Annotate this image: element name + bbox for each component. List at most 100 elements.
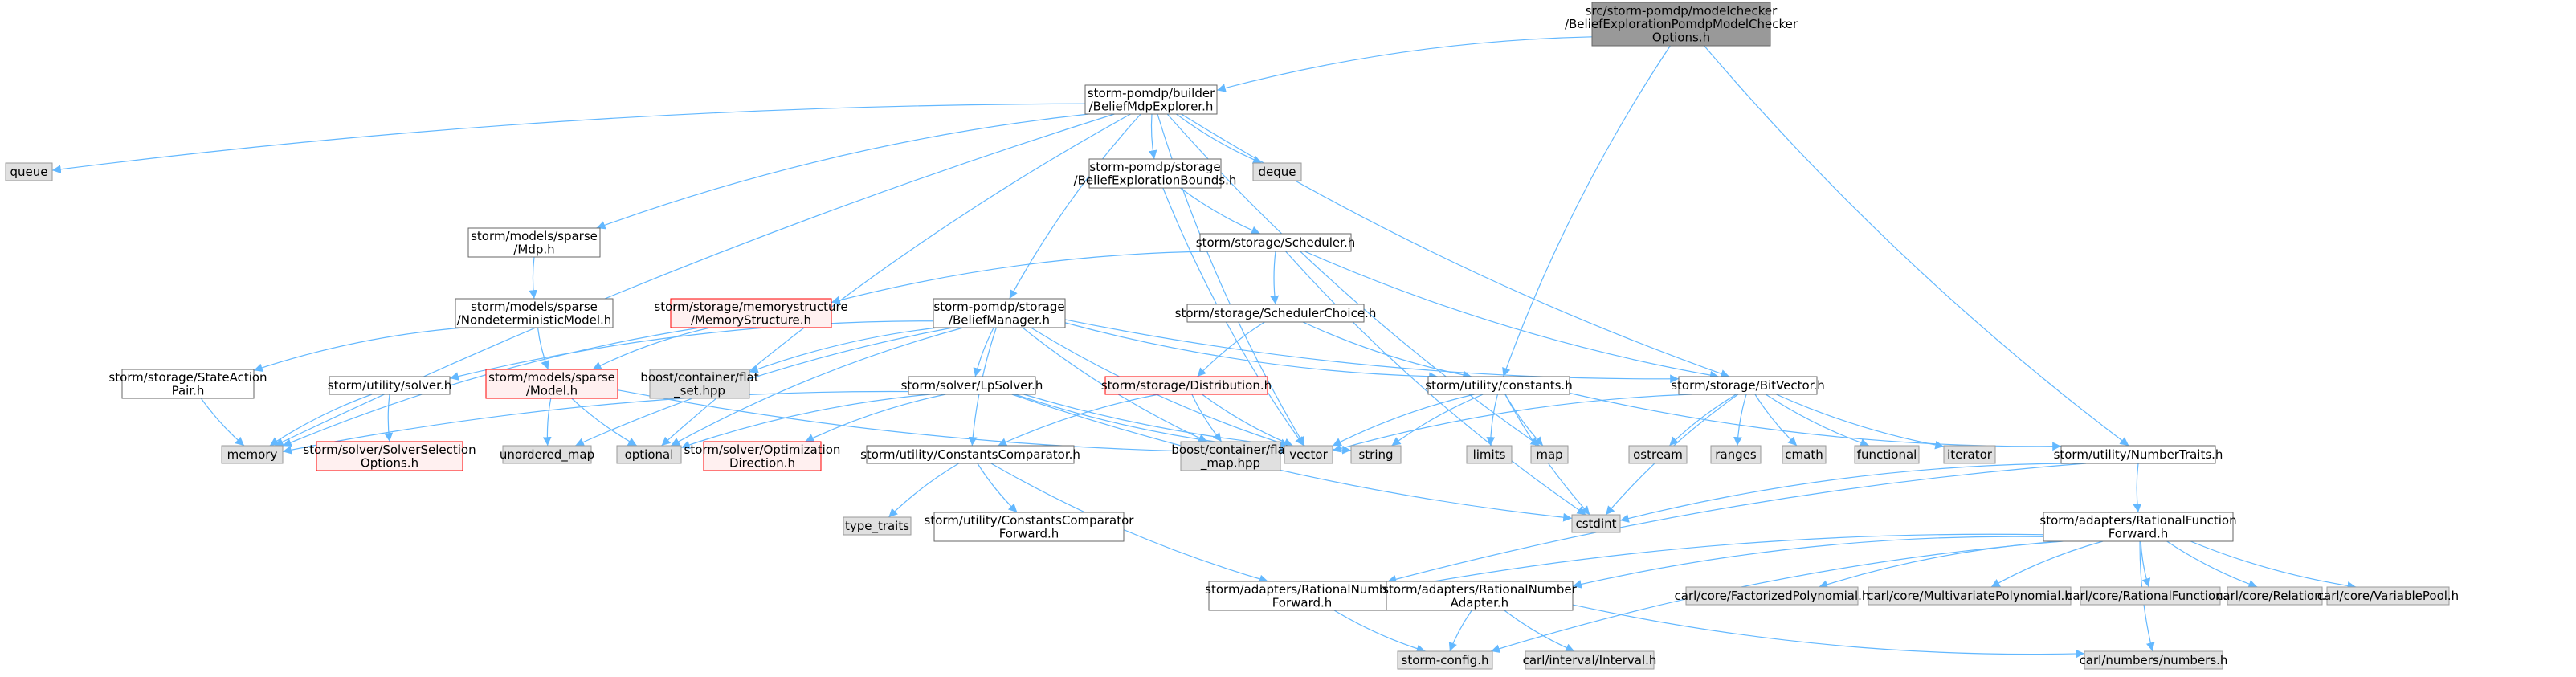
node-label-line: storm-pomdp/storage [1089, 160, 1220, 174]
node-box [1397, 650, 1493, 670]
node-bitvec[interactable]: storm/storage/BitVector.h [1671, 376, 1825, 395]
node-vector: vector [1284, 445, 1333, 464]
edge-sched-to-schedchoice [1270, 251, 1280, 305]
node-constcomp[interactable]: storm/utility/ConstantsComparator.h [860, 445, 1080, 464]
edge-constants-to-string [1391, 394, 1484, 447]
node-label-line: Direction.h [729, 455, 795, 470]
node-label-line: storm/solver/LpSolver.h [901, 378, 1043, 393]
node-label-line: map [1536, 447, 1562, 462]
node-beb[interactable]: storm-pomdp/storage/BeliefExplorationBou… [1074, 158, 1237, 189]
node-label-line: storm/adapters/RationalFunction [2039, 513, 2236, 528]
edge-bitvec-to-functional [1765, 394, 1870, 447]
node-queue: queue [5, 162, 53, 181]
node-map: map [1530, 445, 1569, 464]
node-label-line: /BeliefMdpExplorer.h [1089, 99, 1214, 113]
edge-numtraits-to-rnf [1387, 463, 2086, 584]
node-box [1427, 376, 1570, 395]
node-flatset: boost/container/flat_set.hpp [640, 369, 759, 399]
node-label-line: optional [625, 447, 674, 462]
node-box [2227, 586, 2323, 606]
node-label-line: boost/container/flat [640, 370, 758, 385]
edge-bitvec-to-ostream [1668, 394, 1737, 447]
node-label-line: carl/core/FactorizedPolynomial.h [1675, 589, 1870, 603]
node-label-line: storm-pomdp/storage [933, 300, 1064, 314]
node-lpsolver[interactable]: storm/solver/LpSolver.h [901, 376, 1043, 395]
node-solverh[interactable]: storm/utility/solver.h [328, 376, 451, 395]
node-label-line: ranges [1715, 447, 1757, 462]
node-box [1571, 514, 1621, 533]
node-bm[interactable]: storm-pomdp/storage/BeliefManager.h [933, 298, 1066, 328]
node-label-line: _set.hpp [673, 383, 725, 398]
node-label-line: storm/utility/ConstantsComparator [925, 513, 1135, 528]
node-sched[interactable]: storm/storage/Scheduler.h [1196, 233, 1355, 252]
node-label-line: carl/numbers/numbers.h [2080, 653, 2228, 667]
node-box [843, 516, 912, 536]
edge-lpsolver-to-optdir [805, 394, 946, 442]
node-ndm[interactable]: storm/models/sparse/NondeterministicMode… [455, 298, 614, 328]
node-label-line: storm/solver/SolverSelection [303, 442, 476, 457]
node-label-line: carl/core/RationalFunction.h [2066, 589, 2235, 603]
node-model[interactable]: storm/models/sparse/Model.h [485, 369, 618, 399]
node-label-line: cstdint [1575, 516, 1616, 531]
edge-rna-to-stormconfig [1448, 610, 1472, 652]
node-label-line: src/storm-pomdp/modelchecker [1586, 4, 1778, 18]
node-box [2080, 586, 2221, 606]
node-box [703, 441, 822, 471]
node-box [1943, 445, 1996, 464]
edge-rna-to-numbers [1572, 604, 2085, 659]
node-optional: optional [616, 445, 682, 464]
edge-sched-to-memstruct [831, 251, 1210, 305]
node-label-line: ostream [1633, 447, 1683, 462]
node-box [1186, 304, 1365, 323]
node-box [1386, 581, 1574, 611]
node-label-line: iterator [1947, 447, 1993, 462]
node-box [1710, 445, 1762, 464]
node-memstruct[interactable]: storm/storage/memorystructure/MemoryStru… [654, 298, 848, 328]
edge-lpsolver-to-cstdint [1011, 394, 1573, 522]
edge-lpsolver-to-optional [680, 394, 931, 450]
node-constants[interactable]: storm/utility/constants.h [1425, 376, 1573, 395]
node-numtraits[interactable]: storm/utility/NumberTraits.h [2054, 445, 2223, 464]
edge-bitvec-to-cmath [1754, 394, 1798, 447]
node-schedchoice[interactable]: storm/storage/SchedulerChoice.h [1175, 304, 1377, 323]
edge-constants-to-numtraits [1569, 392, 2062, 451]
edge-constants-to-vector [1332, 394, 1475, 447]
edge-beb-to-sched [1180, 187, 1261, 235]
node-root[interactable]: src/storm-pomdp/modelchecker/BeliefExplo… [1565, 2, 1798, 47]
node-label-line: /Mdp.h [513, 242, 554, 256]
node-label-line: Options.h [361, 455, 418, 470]
edge-numtraits-to-cstdint [1619, 463, 2069, 523]
node-ccfwd[interactable]: storm/utility/ConstantsComparatorForward… [925, 512, 1135, 542]
node-box [329, 376, 451, 395]
edge-ndm-to-model [537, 327, 549, 370]
node-box [1199, 233, 1352, 252]
node-box [1782, 445, 1827, 464]
edge-rnf-to-stormconfig [1333, 610, 1426, 653]
node-stormconfig: storm-config.h [1397, 650, 1493, 670]
node-dist[interactable]: storm/storage/Distribution.h [1101, 376, 1272, 395]
edge-bme-to-beb [1148, 113, 1157, 160]
edge-constants-to-map [1504, 394, 1544, 447]
dependency-edges [51, 36, 2357, 659]
edge-schedchoice-to-dist [1197, 321, 1265, 377]
node-label-line: Options.h [1652, 31, 1710, 45]
node-label-line: _map.hpp [1200, 455, 1260, 471]
edge-ndm-to-sap [253, 327, 463, 372]
node-label-line: carl/core/VariablePool.h [2317, 589, 2459, 603]
node-label-line: unordered_map [500, 447, 594, 463]
node-label-line: Adapter.h [1451, 595, 1508, 610]
node-mdp[interactable]: storm/models/sparse/Mdp.h [467, 227, 601, 258]
edge-sched-to-bitvec [1304, 251, 1719, 380]
node-label-line: storm/utility/solver.h [328, 378, 451, 393]
edge-constcomp-to-rnf [990, 463, 1268, 584]
node-typetraits: type_traits [843, 516, 912, 536]
node-bme[interactable]: storm-pomdp/builder/BeliefMdpExplorer.h [1084, 84, 1218, 115]
edge-bitvec-to-vector [1332, 394, 1692, 453]
node-box [1104, 376, 1268, 395]
